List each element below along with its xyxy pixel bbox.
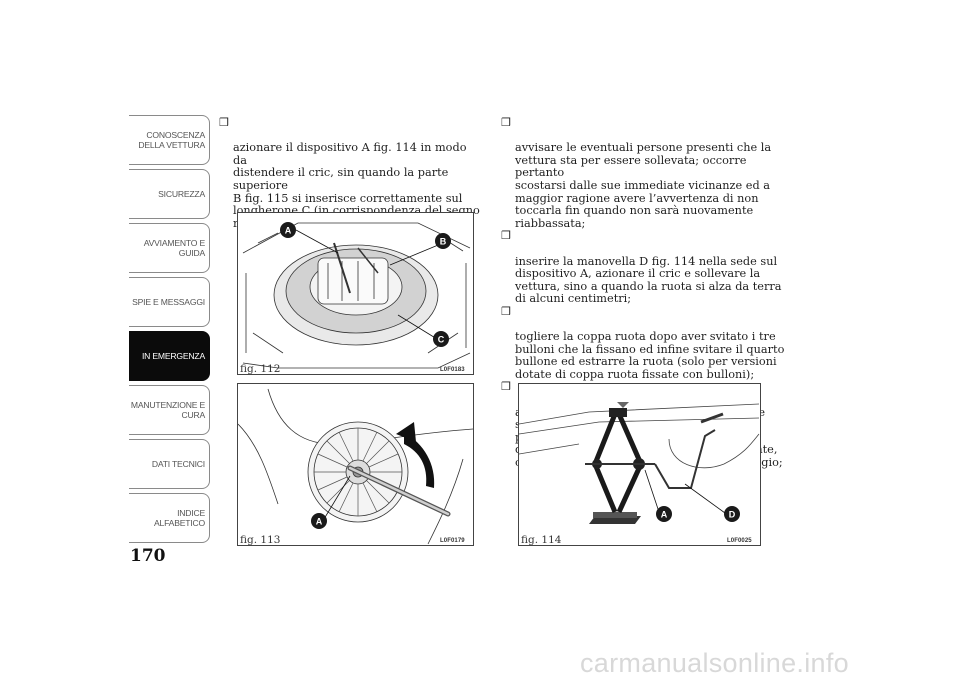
jack-illustration: A D (519, 402, 760, 524)
watermark: carmanualsonline.info (580, 648, 849, 678)
instruction-text: avvisare le eventuali persone presenti c… (515, 141, 772, 230)
checkbox-bullet-icon: ❒ (219, 116, 229, 129)
wheel-wrench-illustration: A (238, 388, 473, 545)
tab-sicurezza[interactable]: SICUREZZA (129, 169, 210, 219)
callout-b-icon (435, 233, 451, 249)
callout-c-icon (433, 331, 449, 347)
checkbox-bullet-icon: ❒ (501, 380, 511, 394)
tab-in-emergenza[interactable]: IN EMERGENZA (129, 331, 210, 381)
checkbox-bullet-icon: ❒ (501, 304, 511, 318)
figure-code: L0F0025 (727, 538, 752, 544)
tab-indice[interactable]: INDICE ALFABETICO (129, 493, 210, 543)
tab-dati-tecnici[interactable]: DATI TECNICI (129, 439, 210, 489)
figure-caption: fig. 114 (521, 534, 562, 546)
svg-text:A: A (661, 509, 668, 519)
svg-text:D: D (729, 509, 736, 519)
callout-d-icon (724, 506, 740, 522)
page-number: 170 (130, 546, 166, 566)
callout-a-icon (311, 513, 327, 529)
instruction-item: ❒ avvisare le eventuali persone presenti… (501, 116, 786, 230)
tab-avviamento[interactable]: AVVIAMENTO E GUIDA (129, 223, 210, 273)
spare-wheel-well-illustration: A B C (242, 222, 471, 369)
callout-a-icon (656, 506, 672, 522)
svg-text:C: C (438, 334, 445, 344)
tab-manutenzione[interactable]: MANUTENZIONE E CURA (129, 385, 210, 435)
instruction-item: ❒ inserire la manovella D fig. 114 nella… (501, 230, 786, 306)
checkbox-bullet-icon: ❒ (501, 116, 511, 129)
tab-conoscenza[interactable]: CONOSCENZA DELLA VETTURA (129, 115, 210, 165)
svg-text:B: B (440, 236, 447, 246)
figure-caption: fig. 112 (240, 363, 281, 375)
checkbox-bullet-icon: ❒ (501, 229, 511, 243)
instruction-text: inserire la manovella D fig. 114 nella s… (515, 254, 782, 306)
figure-114: A D fig. 114 L0F0025 (518, 383, 761, 546)
svg-text:A: A (316, 516, 323, 526)
callout-a-icon (280, 222, 296, 238)
instruction-item: ❒ togliere la coppa ruota dopo aver svit… (501, 304, 786, 382)
svg-text:A: A (285, 225, 292, 235)
rotation-arrow-icon (404, 432, 435, 488)
instruction-text: togliere la coppa ruota dopo aver svitat… (515, 330, 785, 381)
figure-caption: fig. 113 (240, 534, 281, 546)
figure-112: A B C fig. 112 L0F0183 (237, 212, 474, 375)
figure-code: L0F0179 (440, 538, 465, 544)
figure-113: A fig. 113 L0F0179 (237, 383, 474, 546)
figure-code: L0F0183 (440, 367, 465, 373)
tab-spie[interactable]: SPIE E MESSAGGI (129, 277, 210, 327)
